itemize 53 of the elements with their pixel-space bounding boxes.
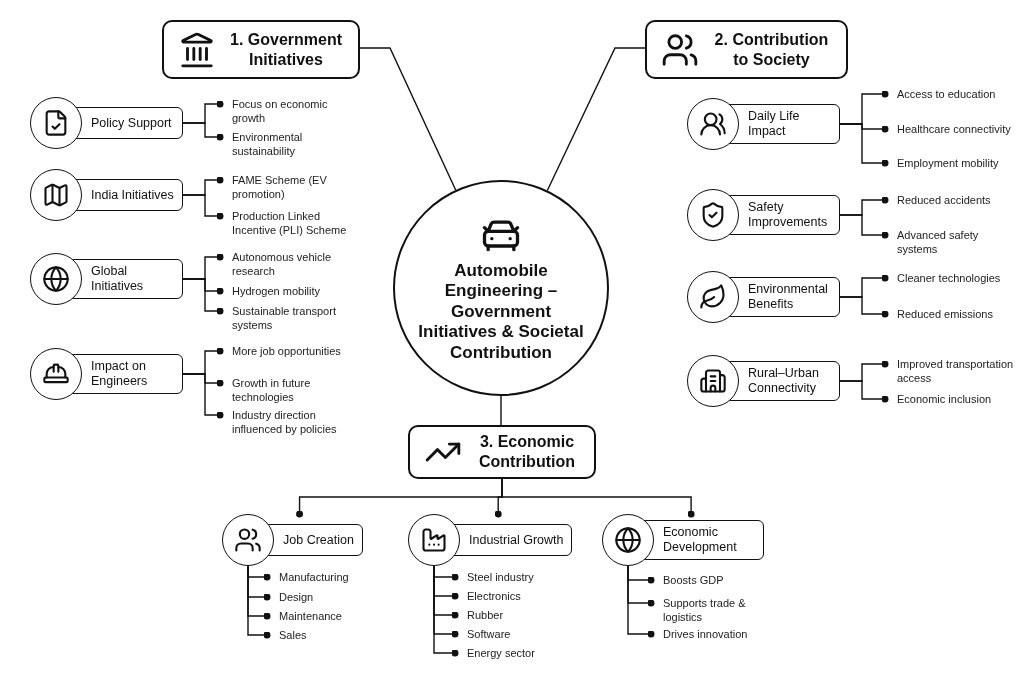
heading-box [162, 20, 360, 79]
connector-line [501, 478, 695, 518]
connector-line [839, 296, 889, 318]
bullet-text: Hydrogen mobility [220, 284, 350, 298]
connector-line [433, 565, 459, 657]
bullet-text: Advanced safety systems [885, 228, 1019, 256]
bullet-text: Cleaner technologies [885, 271, 1019, 285]
bullet-text: Manufacturing [267, 570, 389, 584]
bullet-text: Reduced accidents [885, 193, 1019, 207]
bullet-text: More job opportunities [220, 344, 350, 358]
bullet-text: Supports trade & logistics [651, 596, 761, 624]
bullet-text: Economic inclusion [885, 392, 1019, 406]
bullet-text: Drives innovation [651, 627, 761, 641]
bullet-text: Energy sector [455, 646, 577, 660]
connector-line [839, 380, 889, 403]
connector-line [546, 47, 646, 192]
bullet-text: Reduced emissions [885, 307, 1019, 321]
connector-line [500, 395, 502, 426]
heading-text: 2. Contribution to Society [713, 29, 830, 70]
bullet-text: Industry direction influenced by policies [220, 408, 350, 436]
bullet-text: Rubber [455, 608, 577, 622]
bullet-text: Environmental sustainability [220, 130, 350, 158]
bullet-text: Steel industry [455, 570, 577, 584]
heading-text: 3. Economic Contribution [478, 432, 576, 472]
connector-line [182, 373, 224, 419]
bullet-text: FAME Scheme (EV promotion) [220, 173, 350, 201]
bullet-text: Growth in future technologies [220, 376, 350, 404]
bullet-text: Focus on economic growth [220, 97, 350, 125]
bullet-text: Access to education [885, 87, 1019, 101]
heading-text: 1. Government Initiatives [229, 29, 343, 70]
heading-box [645, 20, 848, 79]
connector-line [182, 122, 224, 141]
heading-box [408, 425, 596, 479]
bullet-text: Sustainable transport systems [220, 304, 350, 332]
bullet-text: Sales [267, 628, 389, 642]
center-title: Automobile Engineering – Government Initiatives & Societal Contribution [417, 261, 585, 363]
connector-line [359, 47, 457, 191]
bullet-text: Electronics [455, 589, 577, 603]
connector-line [839, 123, 889, 167]
bullet-text: Maintenance [267, 609, 389, 623]
connector-line [182, 278, 224, 315]
connector-line [182, 194, 224, 220]
connector-line [627, 565, 655, 638]
bullet-text: Improved transportation access [885, 357, 1019, 385]
bullet-text: Design [267, 590, 389, 604]
connector-line [247, 565, 271, 639]
bullet-text: Boosts GDP [651, 573, 761, 587]
bullet-text: Software [455, 627, 577, 641]
connector-line [839, 214, 889, 239]
bullet-text: Healthcare connectivity [885, 122, 1019, 136]
bullet-text: Employment mobility [885, 156, 1019, 170]
bullet-text: Autonomous vehicle research [220, 250, 350, 278]
bullet-text: Production Linked Incentive (PLI) Scheme [220, 209, 350, 237]
